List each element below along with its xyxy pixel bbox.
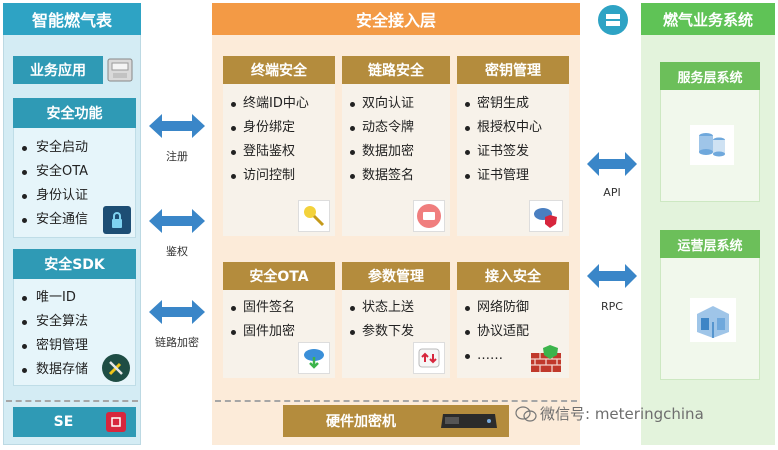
list-item: 动态令牌 bbox=[348, 116, 444, 140]
list-item: 网络防御 bbox=[463, 296, 563, 320]
list-item: 密钥管理 bbox=[20, 334, 120, 358]
list-item: 登陆鉴权 bbox=[229, 140, 329, 164]
list-item: 参数下发 bbox=[348, 320, 444, 344]
wechat-icon bbox=[515, 405, 537, 423]
list-item: 固件签名 bbox=[229, 296, 329, 320]
parameter-management-list: 状态上送 参数下发 bbox=[348, 296, 444, 344]
terminal-security-list: 终端ID中心 身份绑定 登陆鉴权 访问控制 bbox=[229, 92, 329, 188]
list-item: 安全启动 bbox=[20, 136, 120, 160]
register-label: 注册 bbox=[166, 150, 188, 163]
hardware-encryptor-icon bbox=[438, 409, 500, 433]
link-encryption-label: 链路加密 bbox=[155, 336, 199, 349]
link-security-title: 链路安全 bbox=[342, 56, 450, 84]
list-item: 安全通信 bbox=[20, 208, 120, 232]
list-item: 根授权中心 bbox=[463, 116, 563, 140]
tools-icon bbox=[102, 354, 130, 382]
security-functions-list: 安全启动 安全OTA 身份认证 安全通信 bbox=[20, 136, 120, 232]
auth-arrow bbox=[149, 209, 205, 233]
key-management-list: 密钥生成 根授权中心 证书签发 证书管理 bbox=[463, 92, 563, 188]
list-item: 安全算法 bbox=[20, 310, 120, 334]
list-item: 密钥生成 bbox=[463, 92, 563, 116]
cloud-shield-icon bbox=[529, 200, 563, 232]
register-arrow bbox=[149, 114, 205, 138]
service-layer-title: 服务层系统 bbox=[660, 62, 760, 90]
security-sdk-list: 唯一ID 安全算法 密钥管理 数据存储 bbox=[20, 286, 120, 382]
auth-label: 鉴权 bbox=[166, 245, 188, 258]
database-servers-icon bbox=[690, 125, 734, 165]
terminal-security-title: 终端安全 bbox=[223, 56, 335, 84]
security-functions-title: 安全功能 bbox=[13, 98, 136, 128]
list-item: 身份认证 bbox=[20, 184, 120, 208]
gas-meter-icon bbox=[105, 55, 135, 85]
server-icon bbox=[598, 5, 628, 35]
smart-gas-meter-title: 智能燃气表 bbox=[3, 3, 141, 35]
rpc-arrow bbox=[587, 264, 637, 288]
upload-download-icon bbox=[413, 342, 445, 374]
list-item: 终端ID中心 bbox=[229, 92, 329, 116]
security-access-layer-title: 安全接入层 bbox=[212, 3, 580, 35]
left-divider bbox=[6, 400, 138, 402]
cloud-download-icon bbox=[298, 342, 330, 374]
api-label: API bbox=[603, 186, 621, 199]
list-item: 数据加密 bbox=[348, 140, 444, 164]
list-item: 身份绑定 bbox=[229, 116, 329, 140]
chip-icon bbox=[106, 412, 126, 432]
api-arrow bbox=[587, 152, 637, 176]
list-item: 证书签发 bbox=[463, 140, 563, 164]
middle-divider bbox=[215, 400, 577, 402]
access-security-list: 网络防御 协议适配 …… bbox=[463, 296, 563, 368]
server-rack-icon bbox=[690, 298, 736, 342]
operation-layer-title: 运营层系统 bbox=[660, 230, 760, 258]
secure-ota-title: 安全OTA bbox=[223, 262, 335, 290]
link-security-list: 双向认证 动态令牌 数据加密 数据签名 bbox=[348, 92, 444, 188]
secure-link-icon bbox=[413, 200, 445, 232]
list-item: 协议适配 bbox=[463, 320, 563, 344]
list-item: 状态上送 bbox=[348, 296, 444, 320]
list-item: 数据存储 bbox=[20, 358, 120, 382]
gas-business-system-title: 燃气业务系统 bbox=[641, 3, 775, 35]
list-item: 安全OTA bbox=[20, 160, 120, 184]
security-sdk-title: 安全SDK bbox=[13, 249, 136, 279]
firewall-icon bbox=[529, 342, 563, 374]
link-encryption-arrow bbox=[149, 300, 205, 324]
list-item: 双向认证 bbox=[348, 92, 444, 116]
parameter-management-title: 参数管理 bbox=[342, 262, 450, 290]
list-item: 证书管理 bbox=[463, 164, 563, 188]
key-tag-icon bbox=[298, 200, 330, 232]
business-app-box: 业务应用 bbox=[13, 56, 103, 84]
list-item: …… bbox=[463, 344, 563, 368]
hsm-label: 硬件加密机 bbox=[326, 414, 396, 430]
secure-ota-list: 固件签名 固件加密 bbox=[229, 296, 329, 344]
key-management-title: 密钥管理 bbox=[457, 56, 569, 84]
list-item: 访问控制 bbox=[229, 164, 329, 188]
se-label: SE bbox=[53, 414, 74, 430]
list-item: 数据签名 bbox=[348, 164, 444, 188]
fingerprint-lock-icon bbox=[103, 206, 131, 234]
rpc-label: RPC bbox=[601, 300, 623, 313]
access-security-title: 接入安全 bbox=[457, 262, 569, 290]
watermark-text: 微信号: meteringchina bbox=[540, 405, 704, 423]
list-item: 唯一ID bbox=[20, 286, 120, 310]
list-item: 固件加密 bbox=[229, 320, 329, 344]
